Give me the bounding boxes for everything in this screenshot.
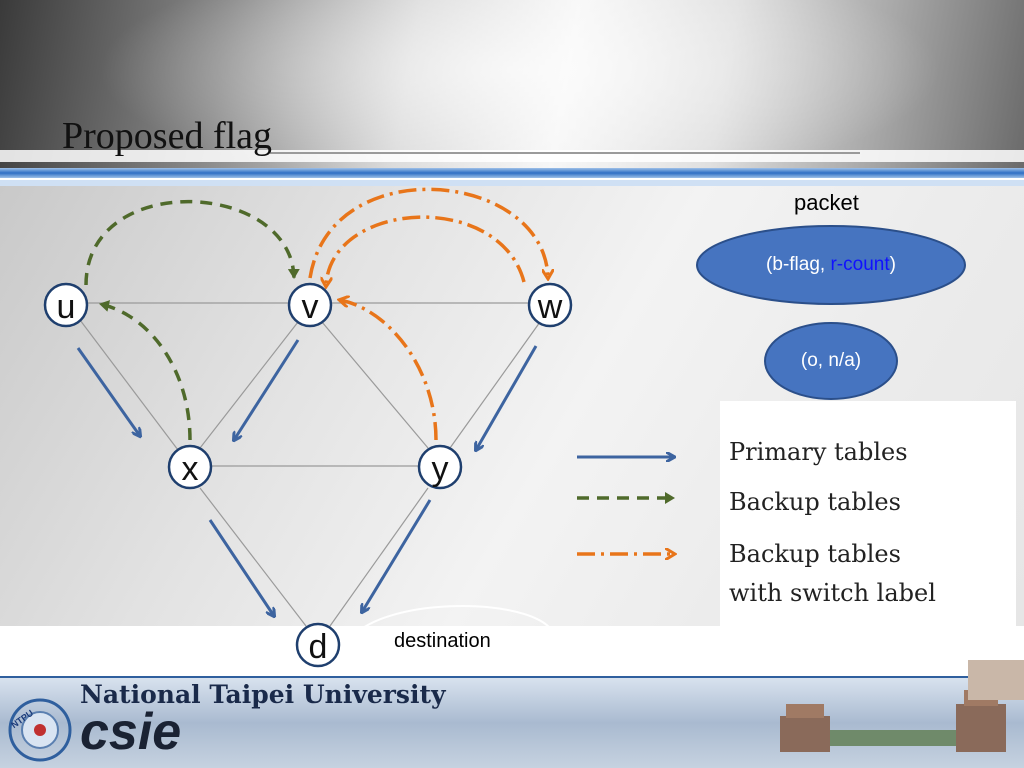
packet-header-text: (b-flag, r-count) [697,254,965,276]
title-underline [270,152,860,154]
graph-nodes: u v w x y d [43,282,573,668]
ntpu-logo [8,698,72,762]
backup-arrows [84,200,300,441]
university-name: National Taipei University [80,680,446,709]
packet-label: packet [794,190,859,215]
switch-arrows [308,187,548,441]
legend-label-backup: Backup tables [729,488,901,516]
node-label-x: x [182,450,199,488]
node-label-y: y [432,450,449,488]
node-v: v [287,282,333,328]
switch-arrow-y-v [340,300,438,441]
node-d: d [295,622,341,668]
edge-v-y [321,321,429,449]
packet-header-ellipse [696,225,966,305]
primary-arrow-v-x [234,339,300,440]
legend-samples [577,457,674,554]
campus-image [780,660,1024,752]
legend-label-switch-line2: with switch label [729,579,936,607]
packet-count-text: r-count [830,254,890,275]
packet-flag-text: (b-flag, [766,254,831,275]
destination-label: destination [394,630,491,652]
switch-arrow-v-w [308,187,548,278]
node-label-d: d [309,628,328,666]
node-w: w [527,282,573,328]
packet-close-text: ) [889,254,896,275]
primary-arrow-x-d [208,519,274,616]
node-y: y [417,444,463,490]
node-label-v: v [302,288,319,326]
backup-arrow-x-u [99,300,192,441]
backup-arrow-u-v [84,200,300,286]
edge-w-y [449,321,541,449]
header-background [0,0,1024,175]
node-x: x [167,444,213,490]
switch-arrow-w-v [326,215,526,286]
edge-v-x [199,321,299,449]
packet-values-text: (o, n/a) [800,350,862,371]
edge-y-d [329,487,429,627]
header-light-stripe [0,180,1024,186]
edge-x-d [199,487,307,627]
content-bottom-band [0,626,1024,678]
primary-arrow-y-d [362,499,432,612]
node-label-w: w [537,288,563,326]
node-u: u [43,282,89,328]
packet-values-ellipse [764,322,898,400]
primary-arrow-w-y [476,345,538,450]
department-logo: csie [80,703,182,761]
node-label-u: u [57,288,76,326]
header-blue-stripe [0,168,1024,178]
footer-banner [0,678,1024,768]
edge-u-x [79,319,179,451]
footer-divider [0,676,1024,678]
primary-arrows [76,339,538,616]
legend-label-primary: Primary tables [729,438,908,466]
legend-panel [720,401,1016,626]
graph-edges [79,302,541,627]
destination-arc [349,605,551,641]
slide-title: Proposed flag [62,115,273,157]
primary-arrow-u-x [76,347,140,436]
legend-label-switch-line1: Backup tables [729,540,901,568]
